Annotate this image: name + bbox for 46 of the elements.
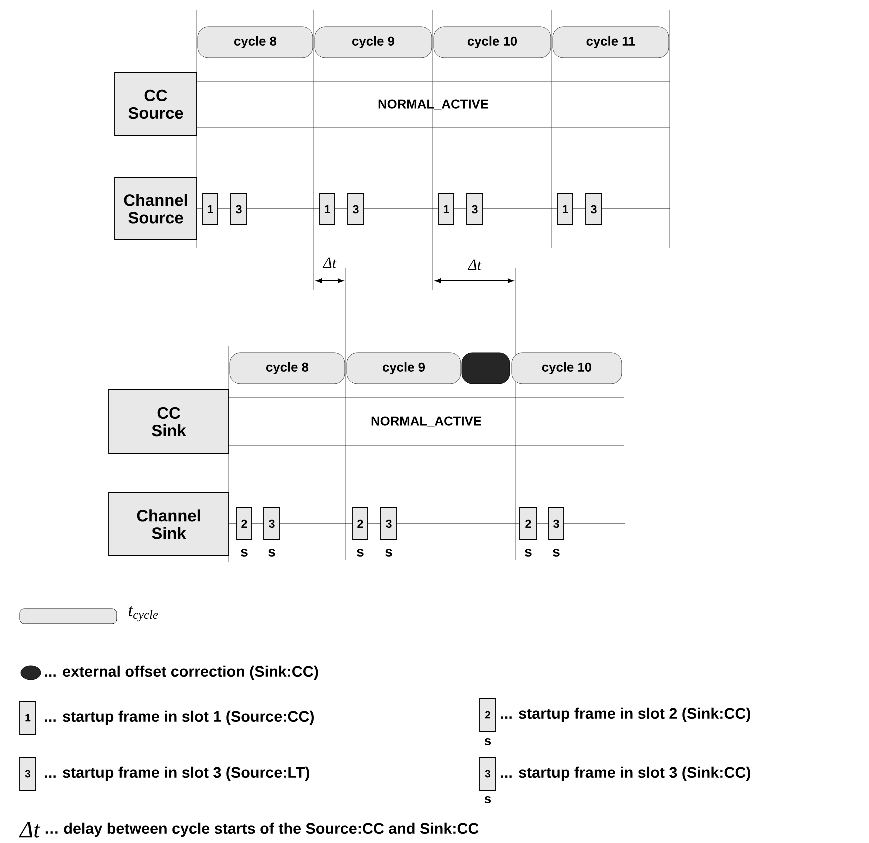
frame-marker: s (484, 738, 492, 746)
state-band: NORMAL_ACTIVE (228, 398, 624, 446)
label-box: CC Sink (108, 390, 230, 454)
frame-box: 1 (320, 194, 336, 226)
frame-marker: s (553, 549, 560, 557)
cycle-pill: cycle 9 (314, 26, 432, 58)
frame-box: 2 (352, 508, 368, 540)
correction-pill (462, 352, 510, 384)
frame-marker: s (357, 549, 364, 557)
frame-box: 1 (202, 194, 218, 226)
cycle-pill: cycle 10 (512, 352, 622, 384)
frame-box: 3 (348, 194, 364, 226)
frame-marker: s (241, 549, 248, 557)
frame-marker: s (386, 549, 392, 557)
cycle-pill: cycle 10 (434, 26, 552, 58)
delta-label: Δt (322, 258, 337, 268)
frame-marker: s (268, 549, 276, 557)
legend-text: t$_{cycle}$ (129, 606, 158, 622)
frame-box: 3 (466, 194, 484, 226)
cycle-pill: cycle 8 (230, 352, 346, 384)
legend-text: ... startup frame in slot 1 (Source:CC) (45, 710, 314, 726)
label-box: CC Source (114, 72, 198, 136)
frame-box: 3 (380, 508, 398, 540)
frame-box: 1 (558, 194, 574, 226)
frame-box: 3 (586, 194, 602, 226)
legend-text: ... startup frame in slot 2 (Sink:CC) (501, 708, 751, 722)
frame-marker: s (525, 549, 532, 557)
frame-box: 2 (520, 508, 538, 540)
frame-box: 3 (548, 508, 564, 540)
frame-marker: s (484, 796, 492, 804)
cycle-pill: cycle 11 (552, 26, 670, 58)
delta-symbol: Δt (19, 822, 41, 838)
legend-text: ... external offset correction (Sink:CC) (45, 666, 318, 680)
frame-box: 3 (230, 194, 248, 226)
legend-text: ... startup frame in slot 3 (Sink:CC) (501, 766, 751, 782)
label-box: Channel Sink (108, 492, 230, 556)
frame-box: 2 (236, 508, 252, 540)
delta-label: Δt (468, 260, 482, 270)
frame-box: 1 (438, 194, 454, 226)
frame-box: 3 (264, 508, 280, 540)
legend-text: … delay between cycle starts of the Source:CC and Sink:CC (46, 822, 479, 838)
legend-text: ... startup frame in slot 3 (Source:LT) (45, 766, 310, 782)
state-band: NORMAL_ACTIVE (196, 82, 670, 128)
label-box: Channel Source (114, 178, 198, 240)
cycle-pill: cycle 9 (346, 352, 462, 384)
cycle-pill: cycle 8 (198, 26, 314, 58)
